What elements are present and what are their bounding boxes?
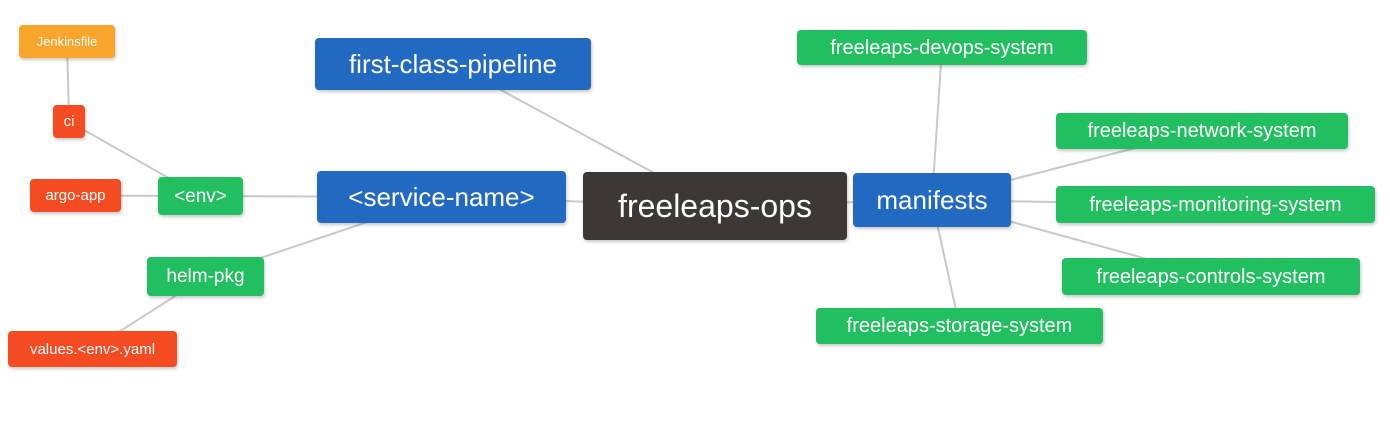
- node-jenkinsfile[interactable]: Jenkinsfile: [19, 25, 115, 58]
- node-label: freeleaps-controls-system: [1096, 265, 1326, 288]
- node-label: freeleaps-monitoring-system: [1089, 193, 1342, 216]
- node-freeleaps-devops-system[interactable]: freeleaps-devops-system: [797, 30, 1087, 65]
- node-env[interactable]: <env>: [158, 177, 243, 215]
- node-first-class-pipeline[interactable]: first-class-pipeline: [315, 38, 591, 90]
- node-label: Jenkinsfile: [36, 34, 98, 49]
- node-label: ci: [63, 113, 75, 130]
- node-label: freeleaps-ops: [618, 188, 812, 224]
- node-label: <service-name>: [348, 182, 535, 212]
- node-label: values.<env>.yaml: [29, 340, 156, 358]
- node-manifests[interactable]: manifests: [853, 173, 1011, 227]
- node-freeleaps-ops[interactable]: freeleaps-ops: [583, 172, 847, 240]
- node-label: helm-pkg: [166, 266, 245, 287]
- node-ci[interactable]: ci: [53, 105, 85, 138]
- node-freeleaps-monitoring-system[interactable]: freeleaps-monitoring-system: [1056, 186, 1375, 223]
- node-values-env-yaml[interactable]: values.<env>.yaml: [8, 331, 177, 367]
- node-label: freeleaps-network-system: [1087, 120, 1317, 142]
- node-label: <env>: [174, 185, 227, 207]
- node-argo-app[interactable]: argo-app: [30, 179, 121, 212]
- node-label: first-class-pipeline: [348, 49, 558, 79]
- node-freeleaps-storage-system[interactable]: freeleaps-storage-system: [816, 308, 1103, 344]
- node-label: argo-app: [45, 187, 106, 204]
- node-service-name[interactable]: <service-name>: [317, 171, 566, 223]
- node-freeleaps-network-system[interactable]: freeleaps-network-system: [1056, 113, 1348, 149]
- node-freeleaps-controls-system[interactable]: freeleaps-controls-system: [1062, 258, 1360, 295]
- node-label: manifests: [876, 185, 988, 215]
- node-label: freeleaps-devops-system: [830, 36, 1054, 59]
- node-helm-pkg[interactable]: helm-pkg: [147, 257, 264, 296]
- node-label: freeleaps-storage-system: [846, 315, 1073, 337]
